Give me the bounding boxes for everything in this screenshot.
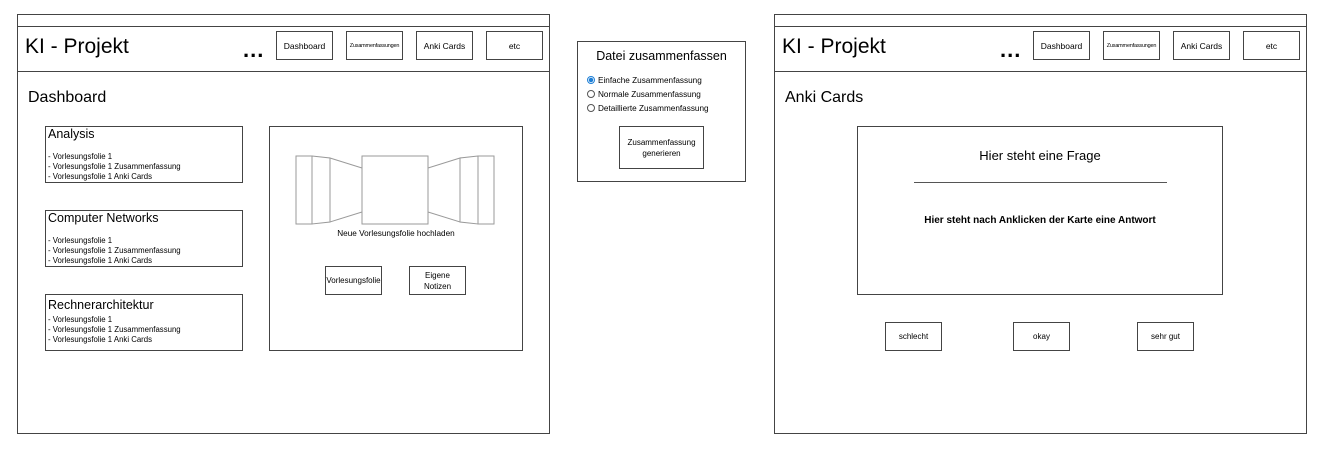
app-header: KI - Projekt ... Dashboard Zusammenfassu… — [775, 27, 1306, 72]
generate-summary-button[interactable]: Zusammenfassung generieren — [619, 126, 704, 169]
list-item[interactable]: - Vorlesungsfolie 1 — [48, 152, 113, 161]
list-item[interactable]: - Vorlesungsfolie 1 Zusammenfassung — [48, 162, 181, 171]
page-title: Anki Cards — [785, 89, 864, 106]
nav-zusammenfassungen-button[interactable]: Zusammenfassungen — [346, 31, 403, 60]
upload-notes-button[interactable]: Eigene Notizen — [409, 266, 466, 295]
nav-etc-button[interactable]: etc — [486, 31, 543, 60]
course-title: Computer Networks — [48, 211, 159, 225]
dashboard-screen: KI - Projekt ... Dashboard Zusammenfassu… — [17, 14, 550, 434]
course-title: Rechnerarchitektur — [48, 298, 154, 312]
radio-icon[interactable] — [587, 104, 595, 112]
nav-dashboard-button[interactable]: Dashboard — [276, 31, 333, 60]
flashcard-divider — [914, 182, 1167, 183]
nav-dashboard-button[interactable]: Dashboard — [1033, 31, 1090, 60]
more-menu-icon[interactable]: ... — [1000, 37, 1022, 62]
upload-label: Neue Vorlesungsfolie hochladen — [337, 229, 455, 238]
upload-slide-button[interactable]: Vorlesungsfolie — [325, 266, 382, 295]
radio-label: Normale Zusammenfassung — [598, 89, 701, 99]
course-file-list: - Vorlesungsfolie 1 - Vorlesungsfolie 1 … — [48, 152, 181, 182]
dialog-title: Datei zusammenfassen — [596, 49, 727, 63]
nav-zusammenfassungen-button[interactable]: Zusammenfassungen — [1103, 31, 1160, 60]
course-title: Analysis — [48, 127, 95, 141]
radio-label: Einfache Zusammenfassung — [598, 75, 702, 85]
app-header: KI - Projekt ... Dashboard Zusammenfassu… — [18, 27, 549, 72]
more-menu-icon[interactable]: ... — [243, 37, 265, 62]
course-file-list: - Vorlesungsfolie 1 - Vorlesungsfolie 1 … — [48, 236, 181, 266]
slide-carousel-icon[interactable] — [294, 154, 496, 226]
radio-label: Detaillierte Zusammenfassung — [598, 103, 709, 113]
radio-option-detaillierte[interactable]: Detaillierte Zusammenfassung — [587, 101, 709, 115]
rating-very-good-button[interactable]: sehr gut — [1137, 322, 1194, 351]
summary-dialog: Datei zusammenfassen Einfache Zusammenfa… — [577, 41, 746, 182]
list-item[interactable]: - Vorlesungsfolie 1 Zusammenfassung — [48, 325, 181, 334]
list-item[interactable]: - Vorlesungsfolie 1 — [48, 315, 113, 324]
list-item[interactable]: - Vorlesungsfolie 1 Anki Cards — [48, 256, 153, 265]
course-card-computer-networks[interactable]: Computer Networks - Vorlesungsfolie 1 - … — [45, 210, 243, 267]
anki-screen: KI - Projekt ... Dashboard Zusammenfassu… — [774, 14, 1307, 434]
list-item[interactable]: - Vorlesungsfolie 1 Anki Cards — [48, 335, 153, 344]
radio-selected-icon[interactable] — [587, 76, 595, 84]
radio-icon[interactable] — [587, 90, 595, 98]
course-file-list: - Vorlesungsfolie 1 - Vorlesungsfolie 1 … — [48, 315, 181, 345]
flashcard-question: Hier steht eine Frage — [979, 148, 1101, 163]
list-item[interactable]: - Vorlesungsfolie 1 Zusammenfassung — [48, 246, 181, 255]
list-item[interactable]: - Vorlesungsfolie 1 — [48, 236, 113, 245]
window-top-strip — [775, 15, 1306, 27]
radio-option-einfache[interactable]: Einfache Zusammenfassung — [587, 73, 709, 87]
course-card-rechnerarchitektur[interactable]: Rechnerarchitektur - Vorlesungsfolie 1 -… — [45, 294, 243, 351]
nav-anki-cards-button[interactable]: Anki Cards — [1173, 31, 1230, 60]
app-title: KI - Projekt — [25, 35, 129, 58]
flashcard-answer: Hier steht nach Anklicken der Karte eine… — [924, 215, 1156, 226]
rating-bad-button[interactable]: schlecht — [885, 322, 942, 351]
flashcard[interactable]: Hier steht eine Frage Hier steht nach An… — [857, 126, 1223, 295]
summary-options: Einfache Zusammenfassung Normale Zusamme… — [587, 73, 709, 115]
app-title: KI - Projekt — [782, 35, 886, 58]
nav-etc-button[interactable]: etc — [1243, 31, 1300, 60]
rating-okay-button[interactable]: okay — [1013, 322, 1070, 351]
upload-panel: Neue Vorlesungsfolie hochladen Vorlesung… — [269, 126, 523, 351]
course-card-analysis[interactable]: Analysis - Vorlesungsfolie 1 - Vorlesung… — [45, 126, 243, 183]
window-top-strip — [18, 15, 549, 27]
list-item[interactable]: - Vorlesungsfolie 1 Anki Cards — [48, 172, 153, 181]
page-title: Dashboard — [28, 89, 107, 106]
nav-anki-cards-button[interactable]: Anki Cards — [416, 31, 473, 60]
radio-option-normale[interactable]: Normale Zusammenfassung — [587, 87, 709, 101]
